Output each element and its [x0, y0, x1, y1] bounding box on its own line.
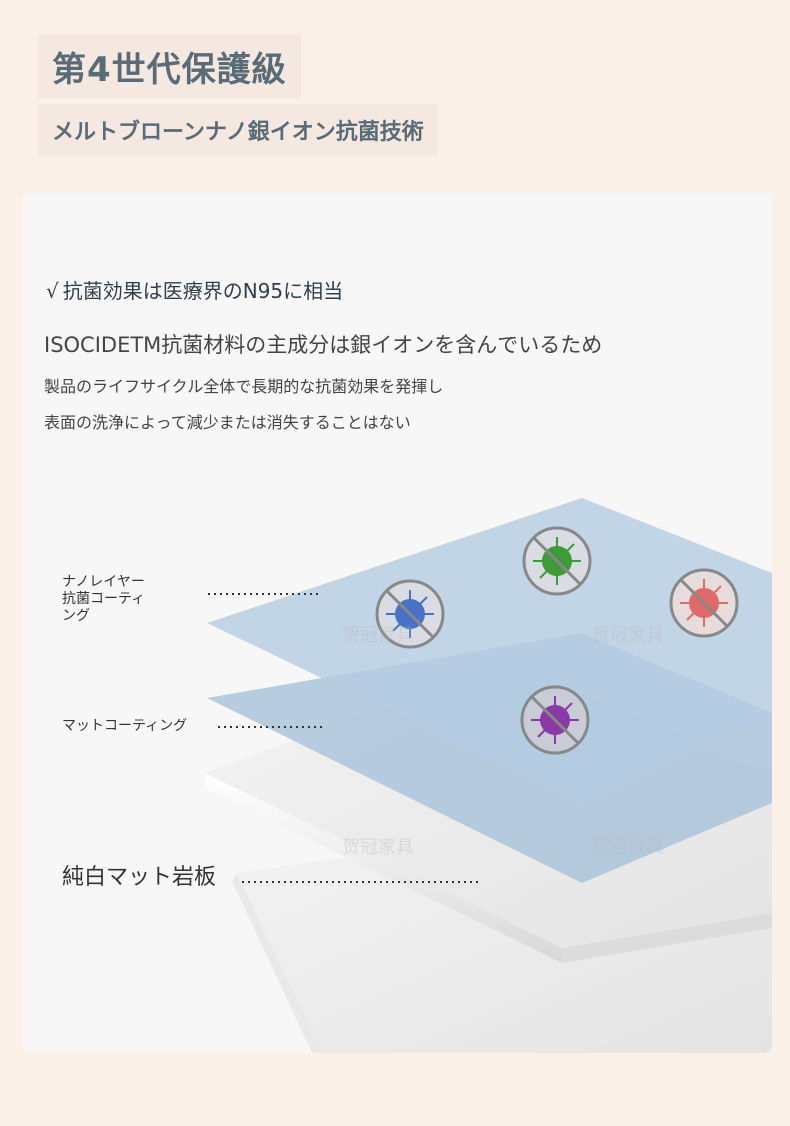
subtitle-box: メルトブローンナノ銀イオン抗菌技術	[38, 104, 438, 156]
page-title: 第4世代保護級	[52, 50, 287, 90]
layer-illustration	[205, 498, 772, 1053]
label-base-plate: 純白マット岩板	[62, 865, 217, 890]
description-line-2: 製品のライフサイクル全体で長期的な抗菌効果を発揮し	[44, 377, 444, 396]
description-line-3: 表面の洗浄によって減少または消失することはない	[44, 413, 411, 432]
watermark-3: 贺冠家具	[342, 837, 414, 858]
info-card: √抗菌効果は医療界のN95に相当 ISOCIDETM抗菌材料の主成分は銀イオンを…	[22, 193, 772, 1053]
label-nano-line-1: ナノレイヤー	[62, 574, 145, 590]
description-line-1: ISOCIDETM抗菌材料の主成分は銀イオンを含んでいるため	[44, 333, 603, 357]
label-nano-line-3: ング	[62, 608, 90, 624]
label-nano-layer: ナノレイヤー 抗菌コーティ ング	[62, 574, 145, 625]
watermark-4: 贺冠家具	[592, 837, 664, 858]
title-box: 第4世代保護級	[38, 34, 301, 99]
feature-text: 抗菌効果は医療界のN95に相当	[62, 279, 344, 303]
watermark-2: 贺冠家具	[592, 625, 664, 646]
feature-checkline: √抗菌効果は医療界のN95に相当	[46, 275, 343, 304]
page-subtitle: メルトブローンナノ銀イオン抗菌技術	[52, 120, 424, 145]
virus-red-icon	[669, 568, 739, 638]
watermark-1: 贺冠家具	[342, 625, 414, 646]
nano-layer	[207, 498, 772, 803]
label-matte-coating: マットコーティング	[62, 718, 188, 734]
virus-green-icon	[522, 526, 592, 596]
virus-purple-icon	[520, 685, 590, 755]
check-icon: √	[46, 279, 59, 303]
virus-blue-icon	[375, 579, 445, 649]
label-nano-line-2: 抗菌コーティ	[62, 591, 146, 607]
